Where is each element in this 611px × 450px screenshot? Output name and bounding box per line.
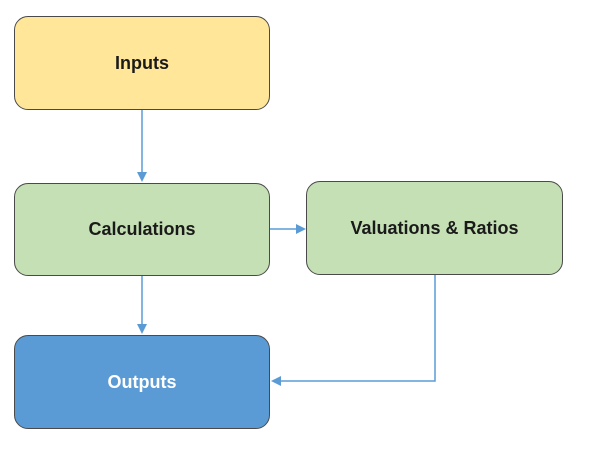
outputs-node: Outputs — [14, 335, 270, 429]
outputs-label: Outputs — [107, 371, 177, 392]
valuations-ratios-node: Valuations & Ratios — [306, 181, 563, 275]
edge-valuations-outputs — [281, 275, 436, 382]
inputs-node: Inputs — [14, 16, 270, 110]
arrowhead-outputs-top-icon — [137, 324, 147, 334]
calculations-label: Calculations — [88, 219, 196, 239]
arrowhead-valuations-icon — [296, 224, 306, 234]
valuations-ratios-label: Valuations & Ratios — [350, 217, 519, 238]
inputs-label: Inputs — [115, 52, 169, 73]
arrowhead-calculations-icon — [137, 172, 147, 182]
arrowhead-outputs-side-icon — [271, 376, 281, 386]
calculations-node: Calculations — [14, 183, 270, 276]
